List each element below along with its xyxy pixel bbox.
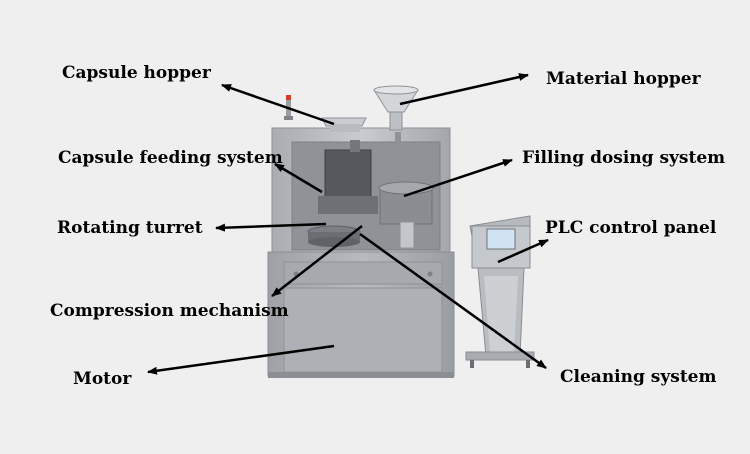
arrow-capsule-hopper (221, 83, 335, 126)
label-plc-control-panel: PLC control panel (545, 218, 717, 238)
label-capsule-hopper: Capsule hopper (62, 63, 211, 83)
arrows (147, 73, 549, 375)
arrow-material-hopper (399, 73, 529, 106)
label-material-hopper: Material hopper (546, 69, 701, 89)
arrow-plc-control-panel (497, 238, 549, 264)
label-cleaning-system: Cleaning system (560, 367, 717, 387)
arrow-capsule-feeding (274, 162, 323, 194)
label-compression-mechanism: Compression mechanism (50, 301, 289, 321)
machine-cabinet (267, 127, 455, 378)
label-filling-dosing-system: Filling dosing system (522, 148, 726, 168)
arrow-cleaning-system (359, 232, 547, 370)
control-panel-stand (465, 215, 535, 368)
arrow-rotating-turret (215, 222, 327, 232)
rotating-turret-part (307, 225, 361, 247)
arrow-motor (147, 344, 335, 375)
filling-dosing-part (378, 132, 434, 249)
label-rotating-turret: Rotating turret (57, 218, 203, 238)
material-hopper-part (373, 85, 419, 131)
label-motor: Motor (73, 369, 132, 389)
capsule-feeding-part (318, 140, 378, 214)
label-capsule-feeding-system: Capsule feeding system (58, 148, 283, 168)
arrow-filling-dosing (403, 158, 513, 198)
arrow-compression-mechanism (271, 225, 363, 297)
